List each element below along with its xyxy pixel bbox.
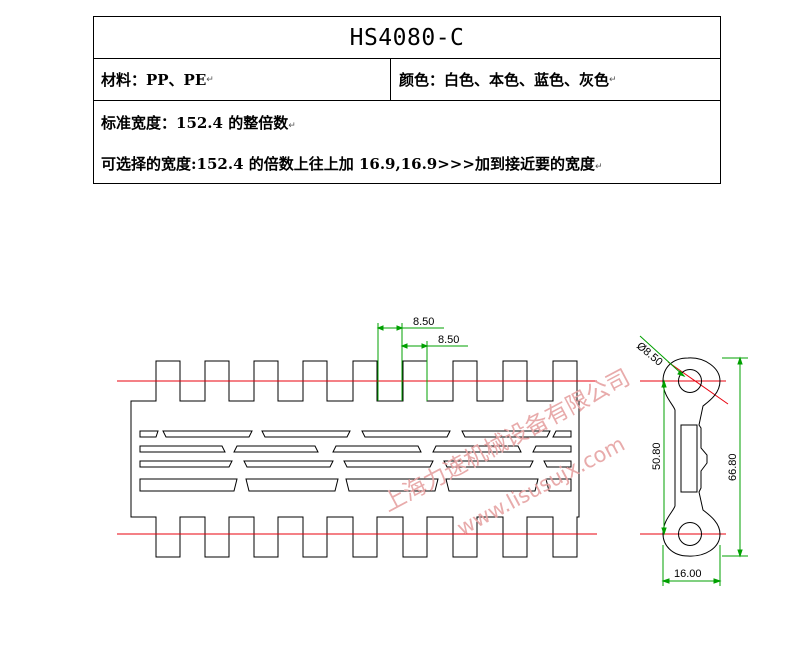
pitch-label-b: 8.50	[438, 334, 459, 346]
slot-row-4	[139, 478, 572, 492]
material-text: 材料：PP、PE	[101, 71, 207, 89]
pitch-dimensions	[376, 323, 468, 401]
module-outline	[130, 360, 580, 558]
pitch-label-a: 8.50	[413, 316, 434, 328]
centerline-side-diagonal	[667, 361, 729, 405]
side-profile	[662, 357, 721, 557]
optional-width-text: 可选择的宽度:152.4 的倍数上往上加 16.9,16.9>>>加到接近要的宽…	[101, 155, 595, 173]
return-mark: ↵	[288, 121, 296, 131]
side-inner-notch	[680, 424, 698, 493]
slot-row-1	[139, 430, 572, 438]
spec-table: HS4080-C 材料：PP、PE↵ 颜色：白色、本色、蓝色、灰色↵ 标准宽度：…	[93, 16, 721, 184]
module-side-view	[662, 357, 721, 557]
optional-width-line: 可选择的宽度:152.4 的倍数上往上加 16.9,16.9>>>加到接近要的宽…	[101, 153, 603, 174]
return-mark: ↵	[594, 162, 603, 172]
side-dimensions	[639, 335, 748, 586]
outer-height-label: 66.80	[727, 453, 739, 481]
standard-width-line: 标准宽度：152.4 的整倍数↵	[101, 112, 296, 133]
slot-row-3	[139, 460, 572, 468]
material-color-row: 材料：PP、PE↵ 颜色：白色、本色、蓝色、灰色↵	[94, 59, 720, 101]
color-cell: 颜色：白色、本色、蓝色、灰色↵	[391, 59, 720, 100]
module-top-view	[130, 360, 580, 558]
return-mark: ↵	[206, 74, 214, 85]
standard-width-text: 标准宽度：152.4 的整倍数	[101, 114, 289, 132]
color-text: 颜色：白色、本色、蓝色、灰色	[399, 71, 610, 89]
width-row: 标准宽度：152.4 的整倍数↵ 可选择的宽度:152.4 的倍数上往上加 16…	[94, 101, 720, 185]
material-cell: 材料：PP、PE↵	[94, 59, 391, 100]
model-title: HS4080-C	[94, 17, 720, 59]
inner-height-label: 50.80	[651, 442, 663, 470]
return-mark: ↵	[609, 74, 617, 85]
centerlines	[117, 361, 729, 535]
slot-row-2	[139, 445, 572, 453]
thickness-label: 16.00	[674, 568, 702, 580]
hole-top	[678, 369, 702, 393]
hole-bottom	[678, 522, 702, 546]
